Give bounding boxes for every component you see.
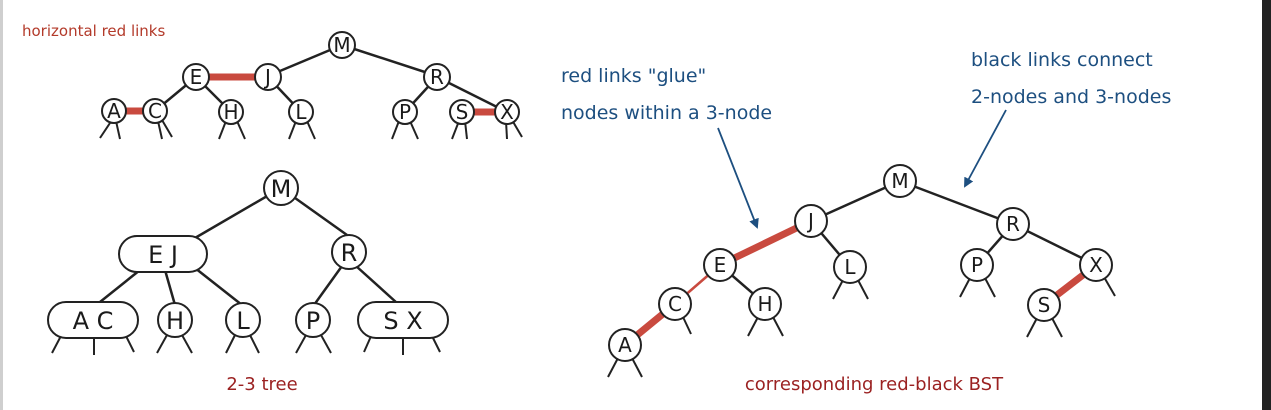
rb-node-p: P xyxy=(960,248,994,282)
svg-text:A: A xyxy=(107,99,121,123)
rb-node-e: E xyxy=(703,248,737,282)
svg-text:E: E xyxy=(714,253,727,277)
svg-text:H: H xyxy=(757,292,772,316)
svg-text:E J: E J xyxy=(148,241,178,269)
svg-text:L: L xyxy=(844,255,856,279)
svg-text:H: H xyxy=(223,100,238,124)
svg-text:P: P xyxy=(971,253,983,277)
caption-black-line1: black links connect xyxy=(971,49,1153,71)
caption-horizontal-red-links: horizontal red links xyxy=(22,22,165,40)
top-node-a: A xyxy=(101,98,127,124)
top-node-l: L xyxy=(288,99,314,125)
top-node-s: S xyxy=(449,99,475,125)
top-link-m-r xyxy=(341,43,438,78)
svg-text:S X: S X xyxy=(383,307,422,335)
rb-node-r: R xyxy=(996,207,1030,241)
rb-tree: M J R E L P X C H S A xyxy=(607,164,1116,378)
rb-node-x: X xyxy=(1079,248,1113,282)
svg-text:P: P xyxy=(399,100,411,124)
top-node-h: H xyxy=(218,99,244,125)
svg-text:A C: A C xyxy=(73,307,114,335)
svg-text:H: H xyxy=(166,307,184,335)
tree23-node-ej: E J xyxy=(118,235,208,273)
right-edge-bar xyxy=(1262,0,1271,410)
rb-node-m: M xyxy=(883,164,917,198)
tree23-node-h: H xyxy=(157,302,193,338)
svg-text:X: X xyxy=(1089,253,1103,277)
tree23-node-l: L xyxy=(225,302,261,338)
tree23-node-ac: A C xyxy=(47,301,139,339)
top-node-j: J xyxy=(254,63,282,91)
rb-node-c: C xyxy=(658,287,692,321)
svg-text:M: M xyxy=(271,175,292,203)
svg-text:L: L xyxy=(236,307,250,335)
svg-text:C: C xyxy=(148,99,162,123)
svg-text:S: S xyxy=(1038,293,1051,317)
svg-text:C: C xyxy=(668,292,682,316)
rb-node-l: L xyxy=(833,250,867,284)
caption-black-line2: 2-nodes and 3-nodes xyxy=(971,86,1171,108)
svg-text:E: E xyxy=(190,65,203,89)
top-node-e: E xyxy=(182,63,210,91)
rb-node-h: H xyxy=(748,287,782,321)
arrow-to-red-link xyxy=(717,127,759,229)
top-node-c: C xyxy=(142,98,168,124)
svg-text:M: M xyxy=(333,33,350,57)
tree-23: M E J R A C H L P S X xyxy=(47,170,449,355)
svg-text:J: J xyxy=(806,209,814,233)
arrow-to-black-link xyxy=(964,109,1007,188)
caption-2-3-tree: 2-3 tree xyxy=(226,374,297,395)
rb-node-s: S xyxy=(1027,288,1061,322)
svg-text:R: R xyxy=(341,239,358,267)
tree23-node-sx: S X xyxy=(357,301,449,339)
svg-text:A: A xyxy=(618,333,632,357)
tree23-node-m: M xyxy=(263,170,299,206)
svg-text:R: R xyxy=(430,65,444,89)
tree23-node-p: P xyxy=(295,302,331,338)
top-node-r: R xyxy=(423,63,451,91)
left-edge-bar xyxy=(0,0,3,410)
rb-node-j: J xyxy=(794,204,828,238)
top-node-p: P xyxy=(392,99,418,125)
top-node-m: M xyxy=(328,31,356,59)
caption-glue-line1: red links "glue" xyxy=(561,65,706,87)
rb-node-a: A xyxy=(608,328,642,362)
svg-text:S: S xyxy=(456,100,469,124)
svg-text:R: R xyxy=(1006,212,1020,236)
top-tree: M E J R A C H L P S X xyxy=(99,31,523,140)
tree23-node-r: R xyxy=(331,234,367,270)
top-node-x: X xyxy=(494,99,520,125)
svg-text:J: J xyxy=(263,65,271,89)
svg-text:L: L xyxy=(295,100,307,124)
caption-rb-bst: corresponding red-black BST xyxy=(745,374,1004,395)
svg-text:M: M xyxy=(891,169,908,193)
svg-text:P: P xyxy=(306,307,320,335)
svg-text:X: X xyxy=(500,100,514,124)
caption-glue-line2: nodes within a 3-node xyxy=(561,102,772,124)
